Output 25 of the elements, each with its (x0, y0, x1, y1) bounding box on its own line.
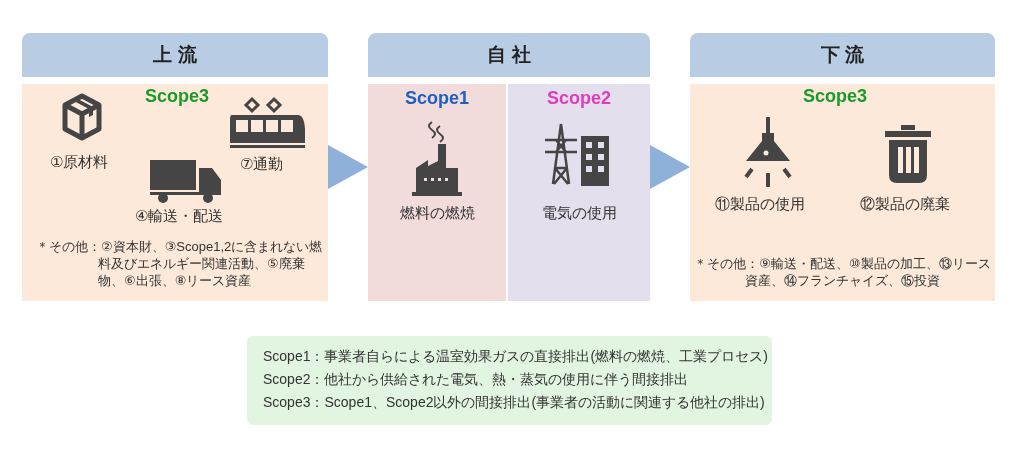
item-caption: ⑪製品の使用 (715, 195, 805, 214)
scope-heading: Scope3 (802, 86, 868, 107)
note-text: ＊その他：⑨輸送・配送、⑩製品の加工、⑬リース資産、⑭フランチャイズ、⑮投資 (694, 255, 991, 289)
item-caption: ⑦通勤 (240, 155, 284, 174)
item-caption: ①原材料 (50, 153, 109, 172)
header-band: 下 流 (690, 33, 995, 77)
scope-column (368, 84, 506, 301)
item-caption: 電気の使用 (540, 204, 618, 223)
item-caption: 燃料の燃焼 (398, 204, 476, 223)
note-text: ＊その他：②資本財、③Scope1,2に含まれない燃料及びエネルギー関連活動、⑤廃棄物、⑥出張、⑧リース資産 (36, 238, 324, 289)
definition-line: Scope1：事業者自らによる温室効果ガスの直接排出(燃料の燃焼、工業プロセス) (263, 348, 768, 366)
scope-heading: Scope2 (546, 88, 612, 109)
item-caption: ④輸送・配送 (135, 207, 224, 226)
header-band: 自 社 (368, 33, 650, 77)
chevron-arrow (650, 145, 690, 189)
scope-heading: Scope1 (404, 88, 470, 109)
definition-box (247, 336, 772, 425)
scope-column (508, 84, 650, 301)
chevron-arrow (328, 145, 368, 189)
definition-line: Scope2：他社から供給された電気、熱・蒸気の使用に伴う間接排出 (263, 371, 689, 389)
item-caption: ⑫製品の廃棄 (860, 195, 950, 214)
definition-line: Scope3：Scope1、Scope2以外の間接排出(事業者の活動に関連する他社の排出) (263, 394, 765, 412)
panel (368, 33, 650, 301)
scope-heading: Scope3 (144, 86, 210, 107)
header-band: 上 流 (22, 33, 328, 77)
